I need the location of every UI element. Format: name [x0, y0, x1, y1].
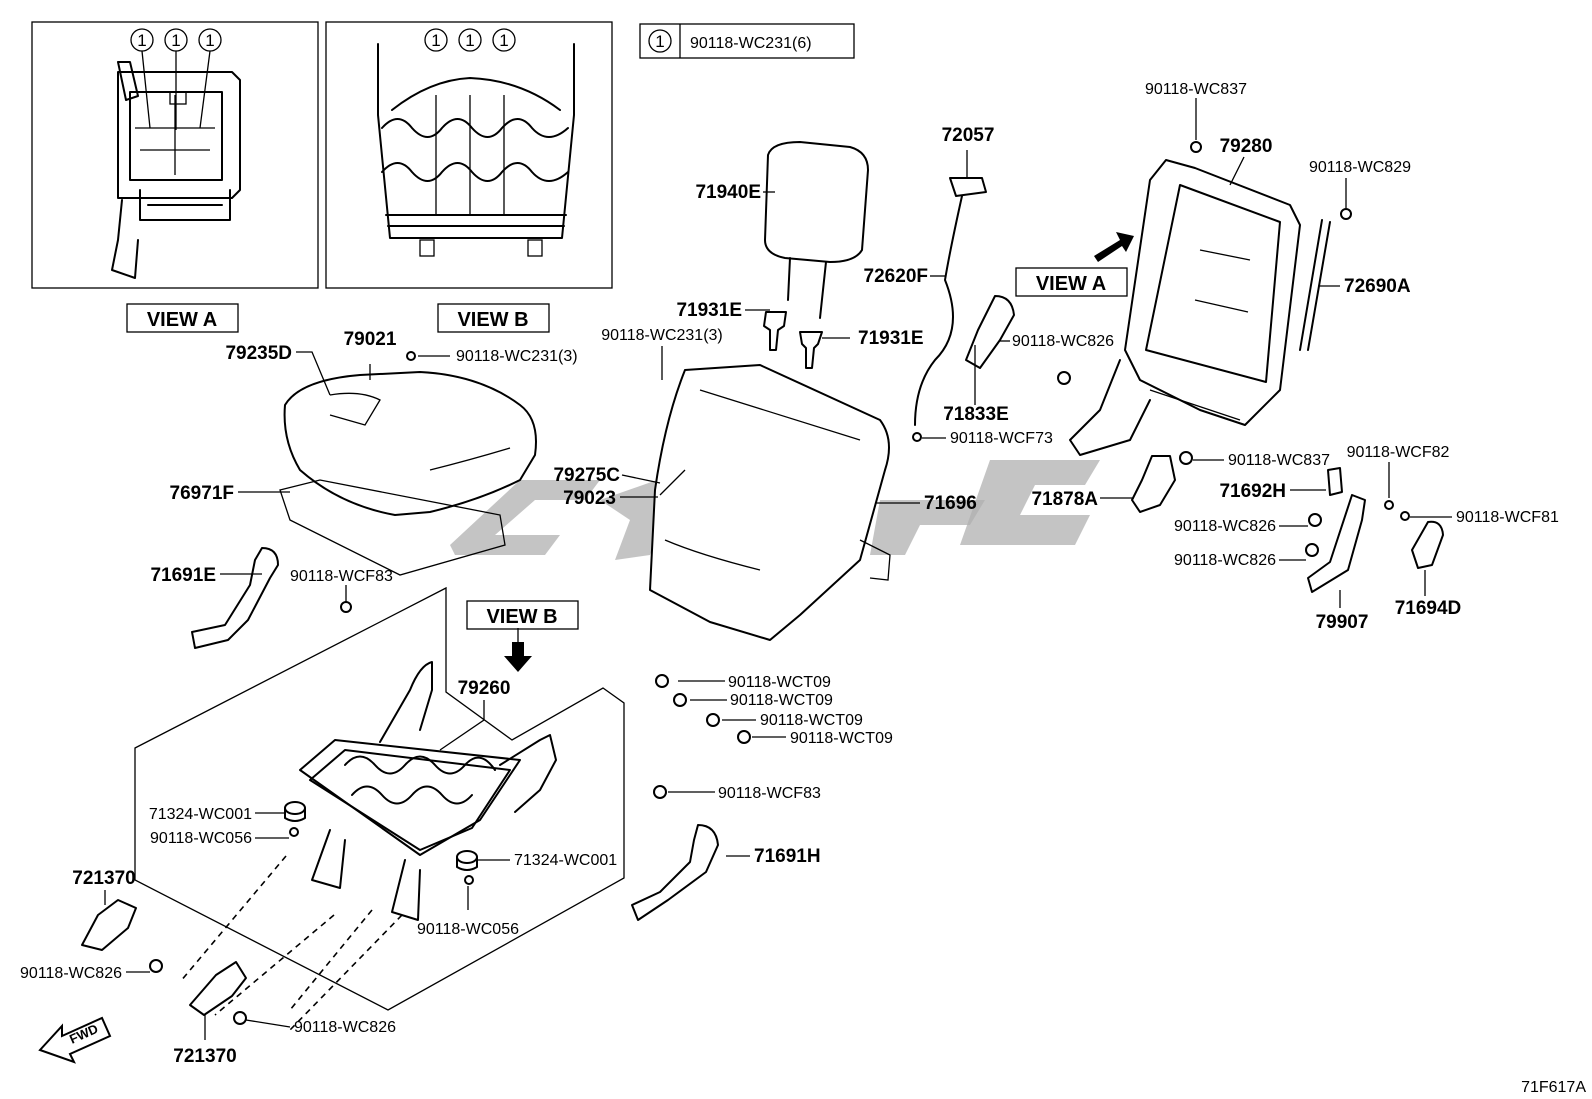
fwd-arrow: [38, 1016, 112, 1064]
part-label: 721370: [173, 1046, 236, 1067]
view-a-inset: [31, 21, 319, 289]
part-labels: 72057 71940E 72620F 71931E 71931E 79235D…: [20, 81, 1559, 1067]
part-label: 79275C: [553, 465, 620, 486]
release-handle-71833E: [965, 295, 1015, 369]
part-label: 90118-WC826: [294, 1019, 396, 1036]
part-label: 71931E: [676, 300, 742, 321]
arrow-view-a: [1094, 232, 1134, 262]
part-label: 90118-WCT09: [730, 692, 833, 709]
callout-1: 1: [499, 31, 508, 50]
part-label: 90118-WCF82: [1347, 444, 1450, 461]
view-b-title-lower: VIEW B: [437, 303, 550, 333]
part-label: 90118-WC837: [1228, 452, 1330, 469]
part-label: 71324-WC001: [514, 852, 617, 869]
headrest: [764, 141, 869, 319]
part-label: 90118-WCT09: [760, 712, 863, 729]
part-label: 90118-WC056: [150, 830, 252, 847]
part-label: 79260: [458, 678, 511, 699]
callout-1: 1: [431, 31, 440, 50]
part-label: 71694D: [1395, 598, 1462, 619]
hinge-cover-721370-upper: [81, 899, 137, 951]
hinge-cover-71691H: [631, 824, 719, 921]
part-label: 79021: [344, 329, 397, 350]
headrest-guide-left: [763, 311, 787, 351]
part-label: 90118-WCT09: [790, 730, 893, 747]
part-label: 721370: [72, 868, 135, 889]
cover-71878A: [1131, 455, 1176, 513]
part-label: 90118-WC056: [417, 921, 519, 938]
part-label: 90118-WC231(3): [601, 327, 723, 344]
seat-back: [649, 364, 891, 641]
part-label: 90118-WCT09: [728, 674, 831, 691]
bracket-79907: [1307, 494, 1366, 593]
part-label: 90118-WC837: [1145, 81, 1247, 98]
part-label: 79280: [1220, 136, 1273, 157]
legend-box: 1 90118-WC231(6): [639, 23, 855, 59]
legend-part-number: 90118-WC231(6): [690, 35, 812, 52]
seat-cushion: [283, 371, 537, 516]
part-label: 79235D: [225, 343, 292, 364]
part-label: 90118-WC826: [20, 965, 122, 982]
arrow-view-b: [504, 642, 532, 672]
part-label: 71940E: [695, 182, 761, 203]
part-label: 71878A: [1031, 489, 1098, 510]
part-label: 72057: [942, 125, 995, 146]
view-a-label: VIEW A: [147, 309, 217, 331]
legend-symbol: 1: [655, 32, 664, 51]
callout-1: 1: [465, 31, 474, 50]
part-label: 90118-WCF83: [718, 785, 821, 802]
fasteners: [149, 141, 1410, 1025]
diagram-code: 71F617A: [1521, 1079, 1586, 1096]
part-label: 71324-WC001: [149, 806, 252, 823]
part-label: 72690A: [1344, 276, 1411, 297]
headrest-guide-right: [799, 331, 823, 369]
view-a-title-main: VIEW A: [1015, 267, 1128, 297]
bracket-71692H: [1327, 467, 1343, 496]
hinge-cover-721370-lower: [189, 961, 247, 1016]
part-label: 90118-WC826: [1174, 552, 1276, 569]
part-label: 90118-WCF73: [950, 430, 1053, 447]
view-a-callouts: 1 1 1: [130, 28, 222, 130]
view-b-title-main: VIEW B: [466, 600, 579, 630]
part-label: 71692H: [1219, 481, 1286, 502]
part-label: 90118-WCF83: [290, 568, 393, 585]
part-label: 71691E: [150, 565, 216, 586]
seat-frame-outline: [134, 586, 625, 1011]
part-label: 71833E: [943, 404, 1009, 425]
cushion-pad: [279, 479, 506, 576]
part-label: 79023: [563, 488, 616, 509]
part-label: 90118-WC826: [1012, 333, 1114, 350]
leader-lines: [104, 98, 1452, 1040]
dashed-leaders: [179, 855, 403, 1031]
part-label: 90118-WC829: [1309, 159, 1411, 176]
seat-back-frame: [1069, 159, 1301, 456]
part-label: 72620F: [864, 266, 928, 287]
bumper-71324-a: [284, 801, 306, 822]
part-label: 76971F: [170, 483, 234, 504]
callout-1: 1: [171, 31, 180, 50]
view-b-label: VIEW B: [457, 309, 528, 331]
release-cable: [914, 177, 987, 426]
view-b-label: VIEW B: [486, 606, 557, 628]
part-label: 71691H: [754, 846, 821, 867]
back-rod-72690A: [1299, 219, 1331, 351]
part-label: 90118-WC826: [1174, 518, 1276, 535]
part-label: 90118-WCF81: [1456, 509, 1559, 526]
part-label: 79907: [1316, 612, 1369, 633]
part-label: 71696: [924, 493, 977, 514]
bumper-71324-b: [456, 850, 478, 871]
part-label: 71931E: [858, 328, 924, 349]
callout-1: 1: [137, 31, 146, 50]
cover-71694D: [1411, 520, 1444, 569]
view-b-callouts: 1 1 1: [424, 28, 516, 52]
view-b-inset: [325, 21, 613, 289]
part-label: 90118-WC231(3): [456, 348, 578, 365]
view-a-title-lower: VIEW A: [126, 303, 239, 333]
seat-cushion-frame: [299, 661, 557, 921]
view-a-label: VIEW A: [1036, 273, 1106, 295]
callout-1: 1: [205, 31, 214, 50]
hinge-cover-71691E: [191, 547, 279, 649]
